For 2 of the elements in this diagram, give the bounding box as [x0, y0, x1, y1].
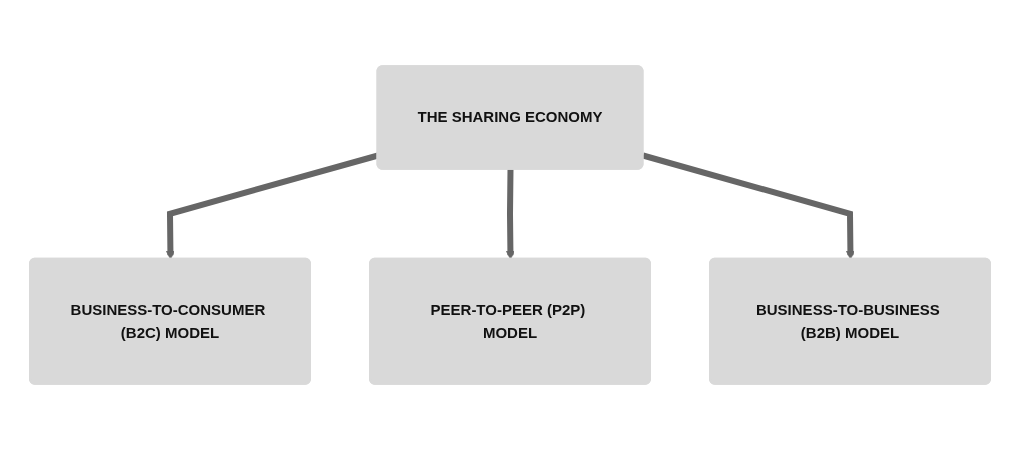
- arrow: [165, 152, 379, 260]
- arrow: [505, 169, 515, 260]
